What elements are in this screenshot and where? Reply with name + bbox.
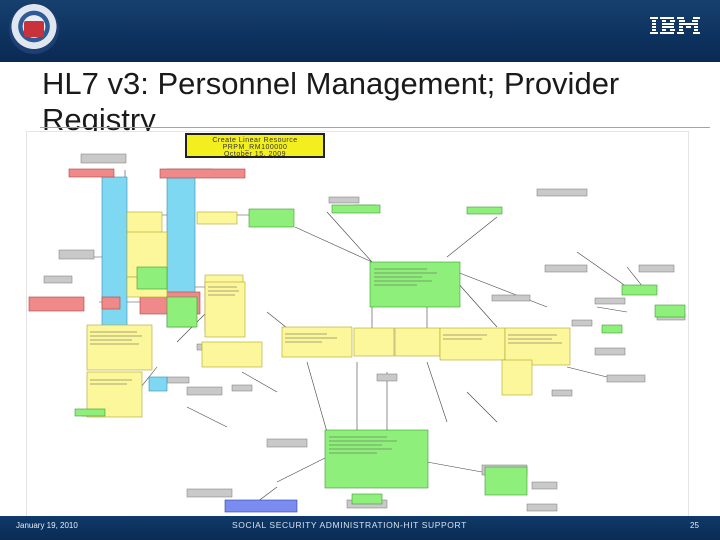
diagram-attribute-lines xyxy=(90,268,562,454)
banner-line-3: October 15, 2009 xyxy=(223,151,287,158)
diagram-blue-box xyxy=(224,499,298,513)
seal-flag-icon xyxy=(24,21,44,37)
diagram-role-boxes xyxy=(74,204,686,505)
banner-line-2: PRPM_RM100000 xyxy=(222,144,288,151)
diagram-canvas xyxy=(28,153,686,513)
page-number: 25 xyxy=(690,521,699,530)
ssa-seal-logo xyxy=(9,4,59,54)
banner-line-1: Create Linear Resource xyxy=(212,137,298,144)
rmim-diagram: Create Linear Resource PRPM_RM100000 Oct… xyxy=(26,131,689,518)
footer-date: January 19, 2010 xyxy=(16,521,78,530)
ibm-logo xyxy=(650,17,700,34)
diagram-act-tall xyxy=(204,281,246,338)
title-divider xyxy=(40,127,710,128)
footer-organization: SOCIAL SECURITY ADMINISTRATION-HIT SUPPO… xyxy=(232,520,467,530)
slide-title: HL7 v3: Personnel Management; Provider R… xyxy=(42,66,620,137)
footer-band xyxy=(0,516,720,540)
header-band xyxy=(0,0,720,62)
diagram-title-banner: Create Linear Resource PRPM_RM100000 Oct… xyxy=(185,133,325,158)
